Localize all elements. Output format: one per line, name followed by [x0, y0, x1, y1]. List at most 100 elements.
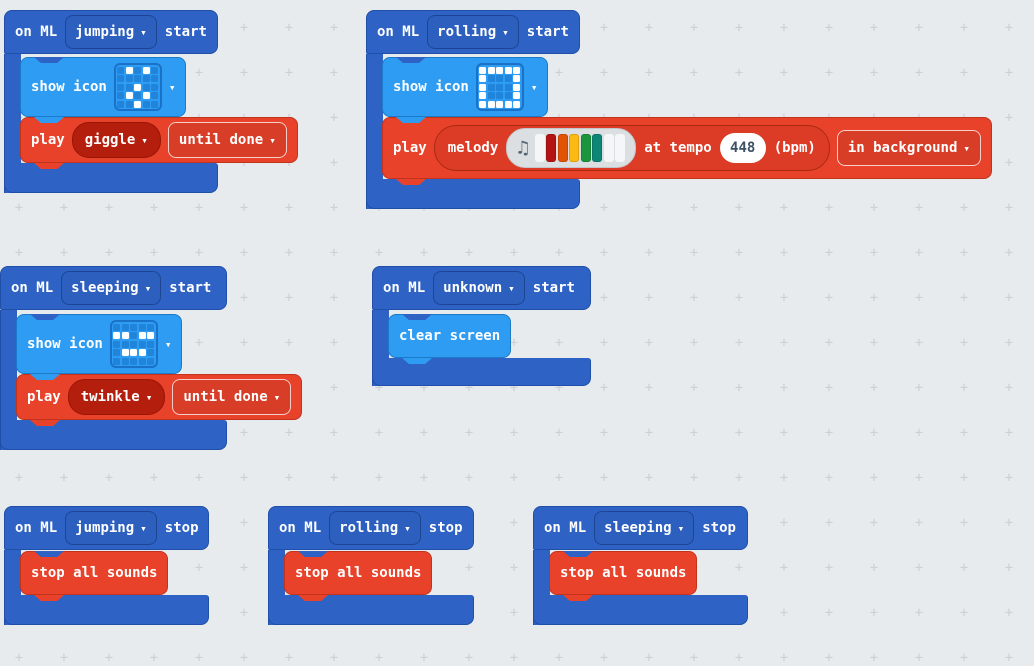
play-melody-block[interactable]: play melody ♫ at tempo 448 (bpm) in back… [382, 117, 993, 179]
play-sound-block[interactable]: play giggle ▾ until done ▾ [20, 117, 298, 163]
grid-cross: + [239, 560, 249, 576]
led-off [117, 75, 125, 82]
on-ml-start-block[interactable]: on ML unknown ▾ start [372, 266, 591, 310]
block-connector-tab [396, 57, 426, 63]
ml-state-dropdown[interactable]: rolling ▾ [427, 15, 519, 49]
clear-screen-block[interactable]: clear screen [388, 314, 512, 358]
grid-cross: + [419, 650, 429, 666]
melody-preview-field[interactable]: ♫ [506, 128, 637, 168]
melody-mode-dropdown[interactable]: in background ▾ [836, 130, 982, 166]
grid-cross: + [599, 65, 609, 81]
event-block-bottom-bar[interactable] [372, 358, 591, 386]
led-off [134, 92, 142, 99]
event-block-bottom-bar[interactable] [533, 595, 748, 625]
event-block-bottom-bar[interactable] [4, 595, 209, 625]
grid-cross: + [779, 470, 789, 486]
show-icon-label: show icon [27, 336, 103, 352]
led-off [130, 340, 138, 348]
grid-cross: + [1004, 335, 1014, 351]
play-mode-dropdown[interactable]: until done ▾ [167, 122, 287, 158]
led-off [147, 340, 155, 348]
grid-cross: + [824, 605, 834, 621]
grid-cross: + [824, 650, 834, 666]
grid-cross: + [959, 425, 969, 441]
grid-cross: + [869, 380, 879, 396]
on-ml-label: on ML [11, 280, 54, 296]
event-block-bottom-bar[interactable] [268, 595, 474, 625]
icon-picker-field[interactable] [109, 320, 158, 368]
grid-cross: + [959, 290, 969, 306]
grid-cross: + [509, 650, 519, 666]
on-ml-stop-block[interactable]: on ML rolling ▾ stop [268, 506, 474, 550]
ml-state-dropdown[interactable]: unknown ▾ [433, 271, 525, 305]
play-sound-block[interactable]: play twinkle ▾ until done ▾ [16, 374, 303, 420]
on-ml-start-block[interactable]: on ML jumping ▾ start [4, 10, 218, 54]
led-off [151, 83, 159, 91]
grid-cross: + [194, 65, 204, 81]
chevron-down-icon: ▾ [269, 133, 276, 147]
grid-cross: + [329, 245, 339, 261]
melody-expression[interactable]: melody ♫ at tempo 448 (bpm) [433, 125, 830, 171]
grid-cross: + [689, 20, 699, 36]
ml-state-dropdown[interactable]: jumping ▾ [65, 15, 157, 49]
grid-cross: + [689, 470, 699, 486]
ml-state-dropdown[interactable]: rolling ▾ [329, 511, 421, 545]
stop-all-sounds-block[interactable]: stop all sounds [20, 551, 169, 595]
on-ml-start-block[interactable]: on ML sleeping ▾ start [0, 266, 227, 310]
on-ml-stop-block[interactable]: on ML jumping ▾ stop [4, 506, 209, 550]
led-on [147, 332, 155, 339]
on-ml-label: on ML [15, 24, 58, 40]
grid-cross: + [329, 290, 339, 306]
event-block-spine[interactable] [0, 310, 17, 450]
grid-cross: + [59, 200, 69, 216]
icon-picker-field[interactable] [475, 63, 524, 111]
led-off [142, 100, 150, 108]
stop-all-sounds-block[interactable]: stop all sounds [549, 551, 698, 595]
led-off [117, 83, 125, 91]
event-block-bottom-bar[interactable] [0, 420, 227, 450]
grid-cross: + [779, 20, 789, 36]
grid-cross: + [239, 605, 249, 621]
stop-all-sounds-block[interactable]: stop all sounds [284, 551, 433, 595]
grid-cross: + [104, 650, 114, 666]
grid-cross: + [914, 245, 924, 261]
show-icon-block[interactable]: show icon ▾ [16, 314, 183, 374]
grid-cross: + [959, 200, 969, 216]
play-mode-dropdown[interactable]: until done ▾ [172, 379, 292, 415]
sound-dropdown[interactable]: giggle ▾ [71, 122, 161, 158]
event-block-spine[interactable] [4, 54, 21, 193]
grid-cross: + [734, 425, 744, 441]
led-off [117, 100, 125, 108]
grid-cross: + [824, 560, 834, 576]
grid-cross: + [914, 425, 924, 441]
led-off [151, 75, 159, 82]
grid-cross: + [194, 335, 204, 351]
grid-cross: + [824, 245, 834, 261]
grid-cross: + [599, 200, 609, 216]
show-icon-block[interactable]: show icon ▾ [20, 57, 187, 117]
led-off [113, 349, 121, 356]
block-connector-tab [30, 314, 60, 320]
icon-picker-field[interactable] [113, 63, 162, 111]
sound-dropdown[interactable]: twinkle ▾ [67, 379, 166, 415]
on-ml-stop-block[interactable]: on ML sleeping ▾ stop [533, 506, 748, 550]
ml-state-dropdown[interactable]: sleeping ▾ [594, 511, 695, 545]
ml-state-dropdown[interactable]: jumping ▾ [65, 511, 157, 545]
grid-cross: + [329, 425, 339, 441]
grid-cross: + [869, 605, 879, 621]
on-ml-start-block[interactable]: on ML rolling ▾ start [366, 10, 580, 54]
tempo-input[interactable]: 448 [719, 133, 766, 163]
led-off [151, 92, 159, 99]
grid-cross: + [284, 290, 294, 306]
ml-state-dropdown[interactable]: sleeping ▾ [61, 271, 162, 305]
event-block-bottom-bar[interactable] [4, 163, 218, 193]
show-icon-block[interactable]: show icon ▾ [382, 57, 549, 117]
event-block-spine[interactable] [366, 54, 383, 209]
chevron-down-icon: ▾ [140, 521, 147, 535]
event-block-bottom-bar[interactable] [366, 179, 580, 209]
grid-cross: + [824, 335, 834, 351]
led-off [138, 357, 146, 365]
grid-cross: + [1004, 290, 1014, 306]
trigger-label: start [526, 24, 569, 40]
